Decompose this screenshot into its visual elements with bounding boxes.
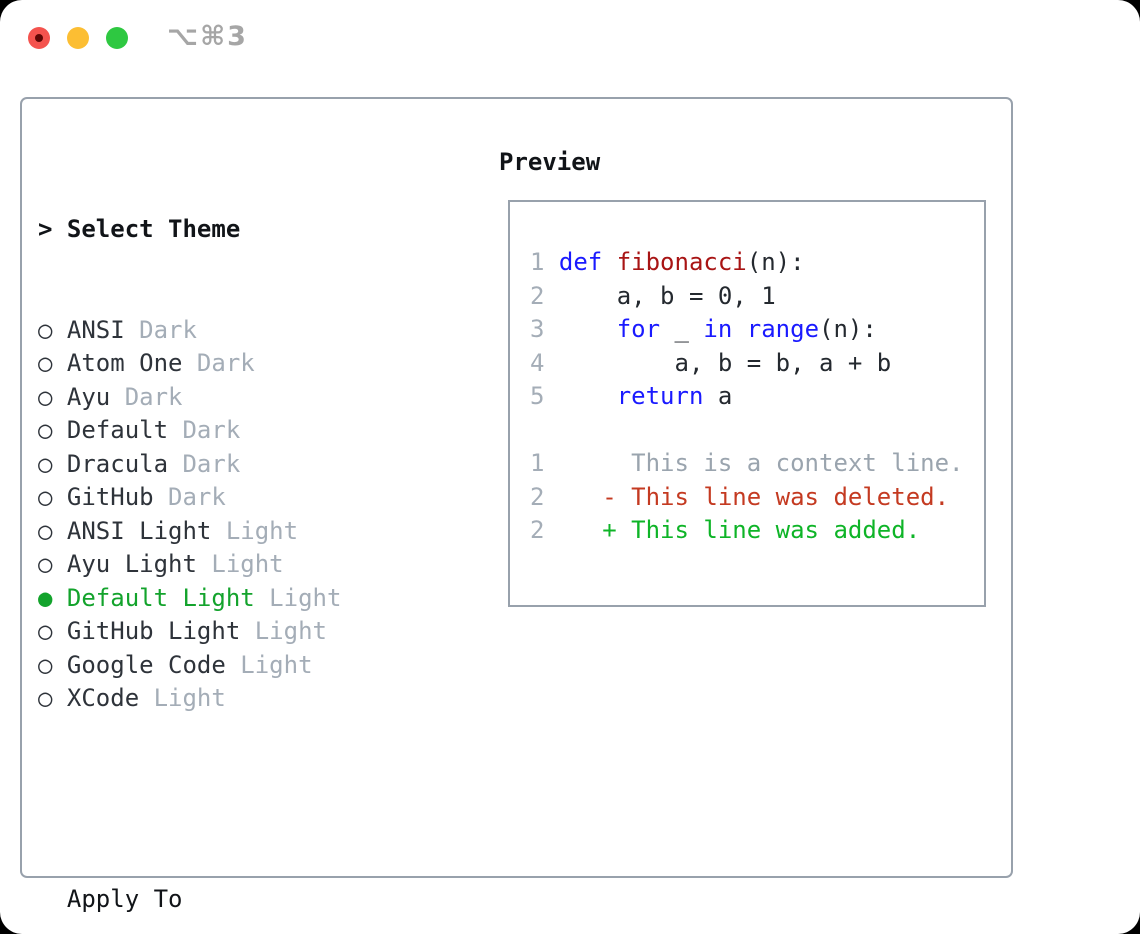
variant-badge: Light [153,684,226,712]
radio-unselected-icon: ○ [38,684,53,712]
option-label: Ayu Light [66,550,197,578]
theme-option-google-code[interactable]: ○ Google Code Light [38,649,443,683]
option-label: Default [66,416,169,444]
zoom-button[interactable] [106,27,128,49]
option-label: XCode [66,684,140,712]
code-segment: a [703,382,733,410]
code-segment: return [616,382,704,410]
section-title-label: Select Theme [66,215,241,243]
code-segment: a, b = b, a + b [558,348,892,377]
line-number: 2 [530,516,559,544]
preview-line: 3 for _ in range(n): [530,313,984,347]
variant-badge: Dark [168,483,226,511]
code-segment: a, b = 0, 1 [558,281,776,310]
radio-unselected-icon: ○ [38,483,53,511]
variant-badge: Light [269,583,342,612]
preview-line: 5 return a [530,380,984,414]
code-segment: fibonacci [616,248,747,276]
theme-option-ayu[interactable]: ○ Ayu Dark [38,381,443,415]
variant-badge: Dark [124,382,183,411]
code-segment: in [703,315,733,343]
radio-unselected-icon: ○ [38,550,53,578]
theme-option-ansi-light[interactable]: ○ ANSI Light Light [38,515,443,549]
variant-badge: Light [240,650,313,679]
spacer-row [38,783,443,817]
code-segment: _ [660,315,704,343]
line-number: 5 [530,382,559,410]
variant-badge: Dark [196,349,255,377]
code-segment [732,315,746,343]
option-label: Default Light [66,583,255,612]
radio-unselected-icon: ○ [38,650,53,679]
theme-option-atom-one[interactable]: ○ Atom One Dark [38,347,443,381]
line-number: 1 [530,449,559,477]
preview-line [530,414,984,448]
code-segment: This is a context line. [558,449,964,477]
code-segment: range [746,315,820,343]
radio-unselected-icon: ○ [38,382,53,411]
close-button[interactable] [28,27,50,49]
radio-selected-icon: ● [38,583,53,612]
code-segment: (n): [746,248,805,276]
preview-line: 2 a, b = 0, 1 [530,280,984,314]
variant-badge: Dark [182,449,241,478]
code-segment: for [616,315,661,343]
radio-unselected-icon: ○ [38,416,53,444]
line-number: 2 [530,281,559,310]
variant-badge: Dark [139,315,197,344]
cursor-prompt-icon: > [38,215,53,243]
theme-option-ansi[interactable]: ○ ANSI Dark [38,314,443,348]
line-number: 1 [530,248,559,276]
code-segment: + This line was added. [558,516,921,544]
theme-option-default-light[interactable]: ● Default Light Light [38,582,443,616]
radio-unselected-icon: ○ [38,449,53,478]
radio-unselected-icon: ○ [38,617,53,645]
theme-option-github[interactable]: ○ GitHub Dark [38,481,443,515]
radio-unselected-icon: ○ [38,315,53,344]
theme-option-default[interactable]: ○ Default Dark [38,414,443,448]
line-number: 4 [530,348,559,377]
option-label: ANSI Light [66,516,212,545]
theme-option-ayu-light[interactable]: ○ Ayu Light Light [38,548,443,582]
code-segment: def [558,248,617,276]
apply-to-section-title: Apply To [38,883,443,917]
option-label: ANSI [66,315,125,344]
preview-heading: Preview [499,148,601,176]
theme-option-github-light[interactable]: ○ GitHub Light Light [38,615,443,649]
code-segment: - This line was deleted. [558,482,950,511]
option-label: Dracula [66,449,169,478]
option-label: Ayu [66,382,111,411]
theme-section-title: > Select Theme [38,213,443,247]
line-number: 2 [530,482,559,511]
theme-option-dracula[interactable]: ○ Dracula Dark [38,448,443,482]
line-number: 3 [530,315,559,343]
radio-unselected-icon: ○ [38,349,53,377]
preview-line: 2 - This line was deleted. [530,481,984,515]
option-label: Google Code [66,650,226,679]
preview-line: 4 a, b = b, a + b [530,347,984,381]
option-label: Atom One [66,349,183,377]
variant-badge: Light [225,516,299,545]
variant-badge: Light [254,617,327,645]
preview-line: 1 def fibonacci(n): [530,246,984,280]
code-segment: (n): [819,315,877,343]
option-label: GitHub Light [66,617,241,645]
preview-line: 2 + This line was added. [530,514,984,548]
preview-line: 1 This is a context line. [530,447,984,481]
apply-to-title-label: Apply To [66,885,183,913]
keyboard-shortcut-label: ⌥⌘3 [167,21,248,52]
radio-unselected-icon: ○ [38,516,53,545]
option-label: GitHub [66,483,154,511]
code-segment [559,382,617,410]
theme-option-xcode[interactable]: ○ XCode Light [38,682,443,716]
minimize-button[interactable] [67,27,89,49]
variant-badge: Light [211,550,284,578]
code-segment [559,315,617,343]
variant-badge: Dark [182,416,241,444]
